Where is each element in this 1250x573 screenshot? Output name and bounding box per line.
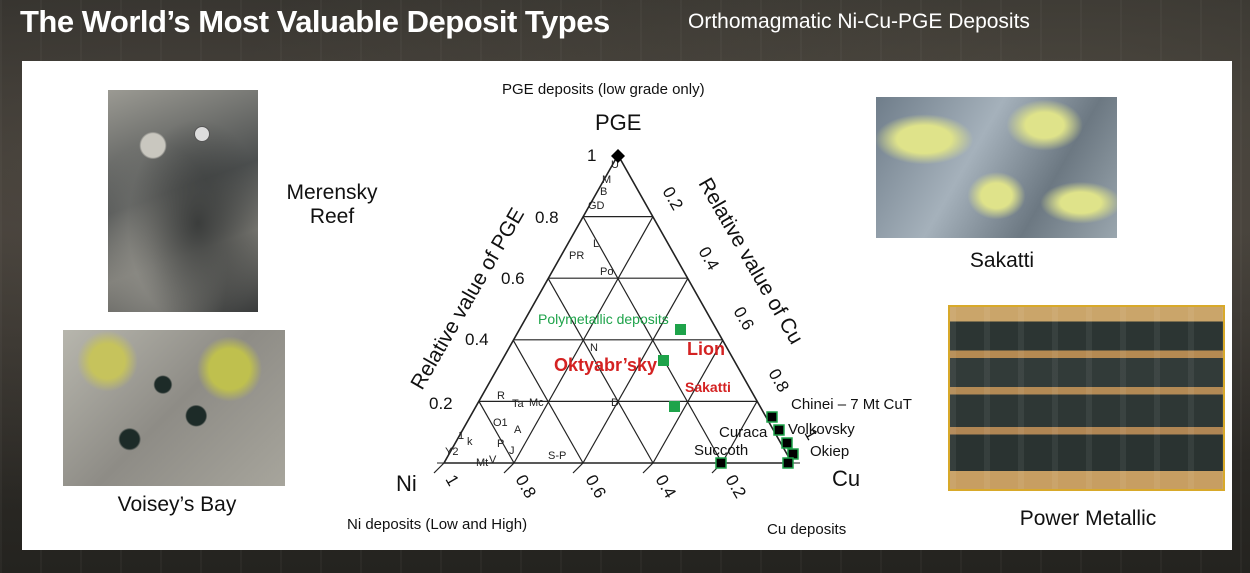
slide-title: The World’s Most Valuable Deposit Types xyxy=(20,4,610,39)
vertex-cu-label: Cu xyxy=(832,466,860,491)
oktyabrsky-label: Oktyabr’sky xyxy=(554,355,657,375)
right-tick-0.2: 0.2 xyxy=(659,184,687,214)
pge-deposits-caption: PGE deposits (low grade only) xyxy=(502,81,705,98)
code-mc: Mc xyxy=(529,397,544,409)
polymetallic-marker xyxy=(675,324,686,335)
sakatti-photo xyxy=(876,97,1117,238)
vertex-pge-label: PGE xyxy=(595,110,641,135)
bottom-tick-0.8: 0.8 xyxy=(512,472,540,502)
sakatti-label: Sakatti xyxy=(969,249,1035,272)
code-ta: Ta xyxy=(512,398,525,410)
succoth-label: Succoth xyxy=(694,442,748,459)
code-v: V xyxy=(489,454,497,466)
volkovsky-label: Volkovsky xyxy=(788,421,855,438)
right-tick-0.8: 0.8 xyxy=(765,366,793,396)
left-tick-1: 1 xyxy=(587,146,596,165)
merensky-reef-photo xyxy=(108,90,258,312)
bottom-tick-0.4: 0.4 xyxy=(652,472,680,502)
code-k: k xyxy=(467,436,473,448)
bottom-tick-0.2: 0.2 xyxy=(722,472,750,502)
code-y2: Y2 xyxy=(445,446,458,458)
code-po: Po xyxy=(600,266,613,278)
power-metallic-photo xyxy=(948,305,1225,491)
volkovsky-marker xyxy=(781,437,793,449)
code-mt: Mt xyxy=(476,457,488,469)
chinei-marker xyxy=(766,411,778,423)
polymetallic-label: Polymetallic deposits xyxy=(538,311,669,327)
sakatti-diagram-label: Sakatti xyxy=(685,379,731,395)
chinei-label: Chinei – 7 Mt CuT xyxy=(791,396,912,413)
voiseys-bay-label: Voisey’s Bay xyxy=(117,493,237,516)
triangle-grid xyxy=(433,153,800,474)
code-b: B xyxy=(600,186,607,198)
left-tick-0.2: 0.2 xyxy=(429,394,453,413)
code-n: N xyxy=(590,342,598,354)
cu-deposits-caption: Cu deposits xyxy=(767,521,847,538)
lion-label: Lion xyxy=(687,339,725,359)
pge-vertex-marker xyxy=(611,149,625,163)
code-o1: O1 xyxy=(493,417,508,429)
code-m: M xyxy=(602,174,611,186)
ternary-diagram: PGE Ni Cu Relative value of PGE Relative… xyxy=(396,110,912,502)
right-tick-0.6: 0.6 xyxy=(730,304,758,334)
code-r: R xyxy=(497,390,505,402)
ni-deposits-caption: Ni deposits (Low and High) xyxy=(347,516,528,533)
code-pr: PR xyxy=(569,250,584,262)
curaca-marker xyxy=(773,424,785,436)
code-p: P xyxy=(497,438,504,450)
bottom-tick-1: 1 xyxy=(442,472,463,490)
sakatti-marker xyxy=(669,401,680,412)
code-gd: GD xyxy=(588,200,605,212)
code-u: U xyxy=(611,159,619,171)
content-panel: Merensky Reef Voisey’s Bay Sakatti Power… xyxy=(22,61,1232,550)
left-tick-0.6: 0.6 xyxy=(501,269,525,288)
left-axis-title: Relative value of PGE xyxy=(406,204,529,393)
small-deposit-codes: U M B GD L PR Po N D R Ta Mc O1 A P J S-… xyxy=(445,159,619,469)
coin-icon xyxy=(194,126,210,142)
bottom-tick-0.6: 0.6 xyxy=(582,472,610,502)
code-1: 1 xyxy=(458,430,464,442)
okiep-label: Okiep xyxy=(810,443,849,460)
code-s-p: S-P xyxy=(548,450,566,462)
curaca-label: Curaca xyxy=(719,424,768,441)
left-tick-0.8: 0.8 xyxy=(535,208,559,227)
right-tick-0.4: 0.4 xyxy=(695,244,723,274)
left-tick-0.4: 0.4 xyxy=(465,330,489,349)
succoth-marker xyxy=(715,457,727,469)
code-d: D xyxy=(611,397,619,409)
power-metallic-label: Power Metallic xyxy=(1019,507,1157,530)
core-sample-highlight xyxy=(950,307,1223,489)
vertex-ni-label: Ni xyxy=(396,471,417,496)
okiep-marker-2 xyxy=(782,457,794,469)
code-a: A xyxy=(514,424,522,436)
slide-subtitle: Orthomagmatic Ni-Cu-PGE Deposits xyxy=(688,10,1030,33)
voiseys-bay-photo xyxy=(63,330,285,486)
code-j: J xyxy=(509,445,515,457)
code-l: L xyxy=(593,238,599,250)
oktyabrsky-marker xyxy=(658,355,669,366)
merensky-reef-label: Merensky Reef xyxy=(286,181,378,229)
